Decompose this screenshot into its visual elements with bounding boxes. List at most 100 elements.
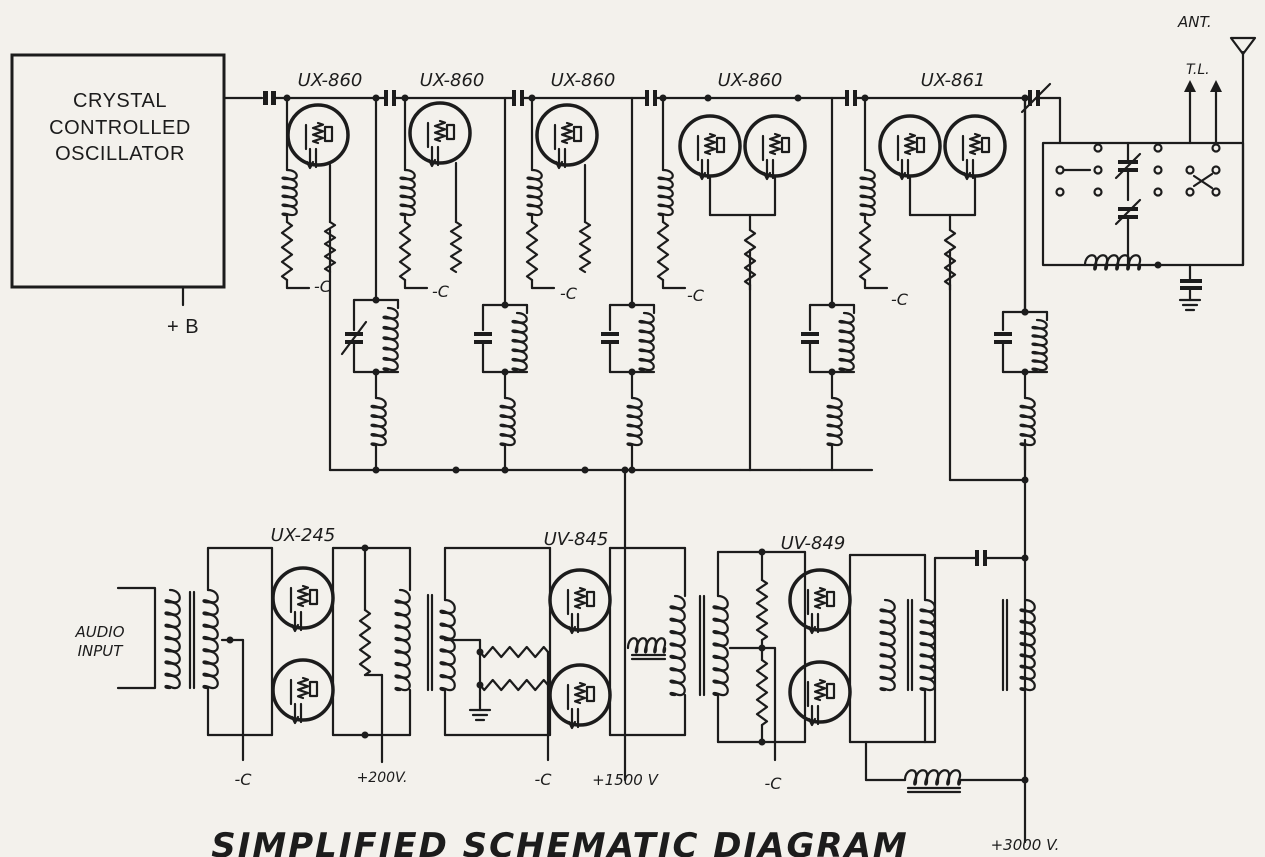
tube-arrow	[290, 623, 300, 633]
tube-label-stage3: UX-860	[551, 70, 616, 91]
cathode-resistor	[578, 220, 592, 274]
tank-coil	[638, 311, 655, 372]
switch-contact	[1153, 165, 1163, 175]
tube-arrow	[807, 625, 817, 635]
vacuum-tube	[271, 658, 335, 722]
tube-grid	[703, 132, 717, 156]
supply-label-1500v: +1500 V	[592, 771, 660, 789]
oscillator-label-line3: OSCILLATOR	[55, 143, 185, 165]
capacitor-plate	[345, 332, 363, 336]
tube-grid	[573, 586, 587, 610]
cathode-resistor	[449, 220, 463, 274]
antenna-label: ANT.	[1177, 13, 1212, 31]
vacuum-tube	[286, 103, 350, 167]
tube-label-stage4: UX-860	[718, 70, 783, 91]
grid-leak-resistor	[398, 220, 412, 282]
vacuum-tube	[678, 114, 742, 178]
tube-grid	[560, 121, 574, 145]
interstage-transformer-primary	[394, 588, 411, 692]
tube-leads	[765, 158, 775, 180]
tube-plate	[323, 125, 334, 143]
grid-leak-resistor	[280, 220, 294, 282]
tube-grid	[311, 121, 325, 145]
plate-choke	[1019, 396, 1036, 447]
interstage-transformer-secondary	[712, 594, 729, 697]
junction-dot	[226, 636, 234, 644]
tube-plate	[308, 588, 319, 606]
capacitor-plate	[975, 550, 979, 566]
rf-choke	[281, 168, 298, 217]
capacitor-plate	[994, 332, 1012, 336]
vacuum-tube	[788, 568, 852, 632]
switch-contact	[1185, 187, 1195, 197]
switch-contact	[1153, 143, 1163, 153]
tube-plate	[445, 123, 456, 141]
tube-leads	[430, 145, 440, 167]
bias-potentiometer	[478, 678, 550, 692]
bias-label-uv849: -C	[765, 774, 783, 793]
tube-arrow	[697, 171, 707, 181]
tube-leads	[293, 702, 303, 724]
capacitor-plate	[801, 332, 819, 336]
tube-leads	[557, 147, 567, 169]
vacuum-tube	[943, 114, 1007, 178]
switch-contact	[1093, 143, 1103, 153]
tube-plate	[585, 685, 596, 703]
input-transformer-secondary	[202, 588, 219, 690]
tube-plate	[308, 680, 319, 698]
capacitor-plate	[983, 550, 987, 566]
tube-plate	[825, 682, 836, 700]
bias-potentiometer	[478, 645, 550, 659]
tube-arrow	[762, 171, 772, 181]
bias-label-stage4: -C	[687, 286, 705, 305]
tube-plate	[980, 136, 991, 154]
tube-plate	[715, 136, 726, 154]
bias-label-stage1: -C	[314, 277, 332, 296]
modulation-transformer-primary	[879, 598, 896, 692]
rf-grid-bus	[274, 82, 1062, 114]
antenna-switch	[1055, 143, 1221, 197]
rf-amplifier-stages	[280, 96, 1007, 292]
switch-contact	[1093, 187, 1103, 197]
vacuum-tube	[878, 114, 942, 178]
supply-label-3000v: +3000 V.	[991, 836, 1060, 854]
capacitor-plate	[801, 340, 819, 344]
vacuum-tube	[535, 103, 599, 167]
tube-arrow	[305, 160, 315, 170]
capacitor-plate	[345, 340, 363, 344]
crystal-oscillator-block: CRYSTAL CONTROLLED OSCILLATOR + B	[10, 53, 276, 338]
oscillator-label-line1: CRYSTAL	[73, 90, 167, 112]
switch-contact	[1093, 165, 1103, 175]
junction-dot	[1021, 776, 1029, 784]
capacitor-plate	[601, 340, 619, 344]
tank-coil	[382, 306, 399, 372]
tube-leads	[900, 158, 910, 180]
coupling-capacitor	[845, 90, 857, 106]
coupling-capacitor	[512, 90, 524, 106]
grid-leak-resistor	[656, 220, 670, 282]
supply-label-200v: +200V.	[357, 770, 408, 786]
audio-input-label-line1: AUDIO	[74, 623, 124, 641]
tube-arrow	[807, 717, 817, 727]
switch-blade	[1192, 174, 1214, 190]
input-transformer-primary	[164, 588, 181, 690]
grid-resistor	[755, 578, 769, 642]
tube-grid	[296, 676, 310, 700]
tube-grid	[433, 119, 447, 143]
variable-capacitor-arrow	[340, 320, 368, 356]
switch-contact	[1153, 187, 1163, 197]
interstage-transformer-secondary	[439, 598, 456, 692]
tube-leads	[570, 707, 580, 729]
coupling-capacitor	[384, 90, 396, 106]
variable-coupling-capacitor	[1020, 82, 1052, 114]
tube-arrow	[567, 720, 577, 730]
plate-choke	[626, 396, 643, 447]
tube-label-uv845: UV-845	[544, 529, 609, 550]
junction-dot	[361, 731, 369, 739]
plate-return-bus	[328, 228, 1029, 782]
tube-grid	[768, 132, 782, 156]
tube-grid	[968, 132, 982, 156]
tube-arrow	[554, 160, 564, 170]
